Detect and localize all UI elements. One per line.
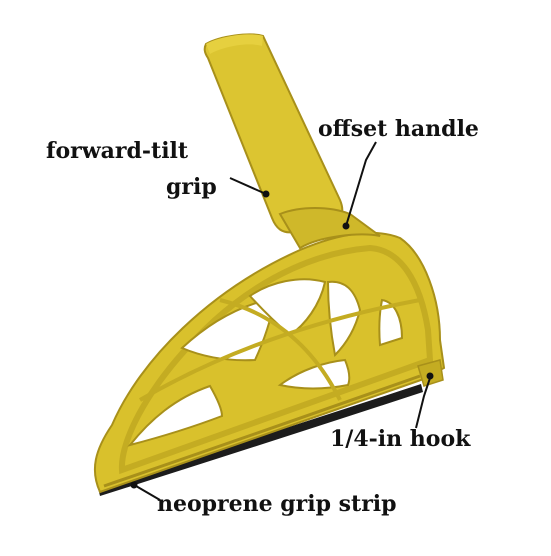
label-forward-tilt-line1: forward-tilt [46,138,189,164]
body-bottom-edge [103,374,421,488]
label-forward-tilt-line2: grip [166,174,217,200]
leader-dot-offset-handle [342,222,350,230]
cutout-window-1 [127,384,224,447]
push-block-body [93,231,446,494]
leader-dot-hook [426,372,434,380]
body-rim [118,244,434,475]
leader-forward-tilt [229,177,267,195]
handle-top-face [206,34,263,54]
label-grip-strip: neoprene grip strip [157,491,397,517]
leader-hook [415,377,431,429]
leader-dot-forward-tilt [262,190,270,198]
handle-collar [278,207,381,250]
label-hook: 1/4-in hook [330,426,471,452]
leader-offset-handle [345,141,377,227]
neoprene-strip [98,384,423,496]
leader-dot-grip-strip [130,481,138,489]
leader-grip-strip [135,485,161,501]
label-offset-handle: offset handle [318,116,479,142]
rib-2 [219,298,342,401]
cutout-window-3 [248,278,327,337]
rib-1 [138,298,421,402]
